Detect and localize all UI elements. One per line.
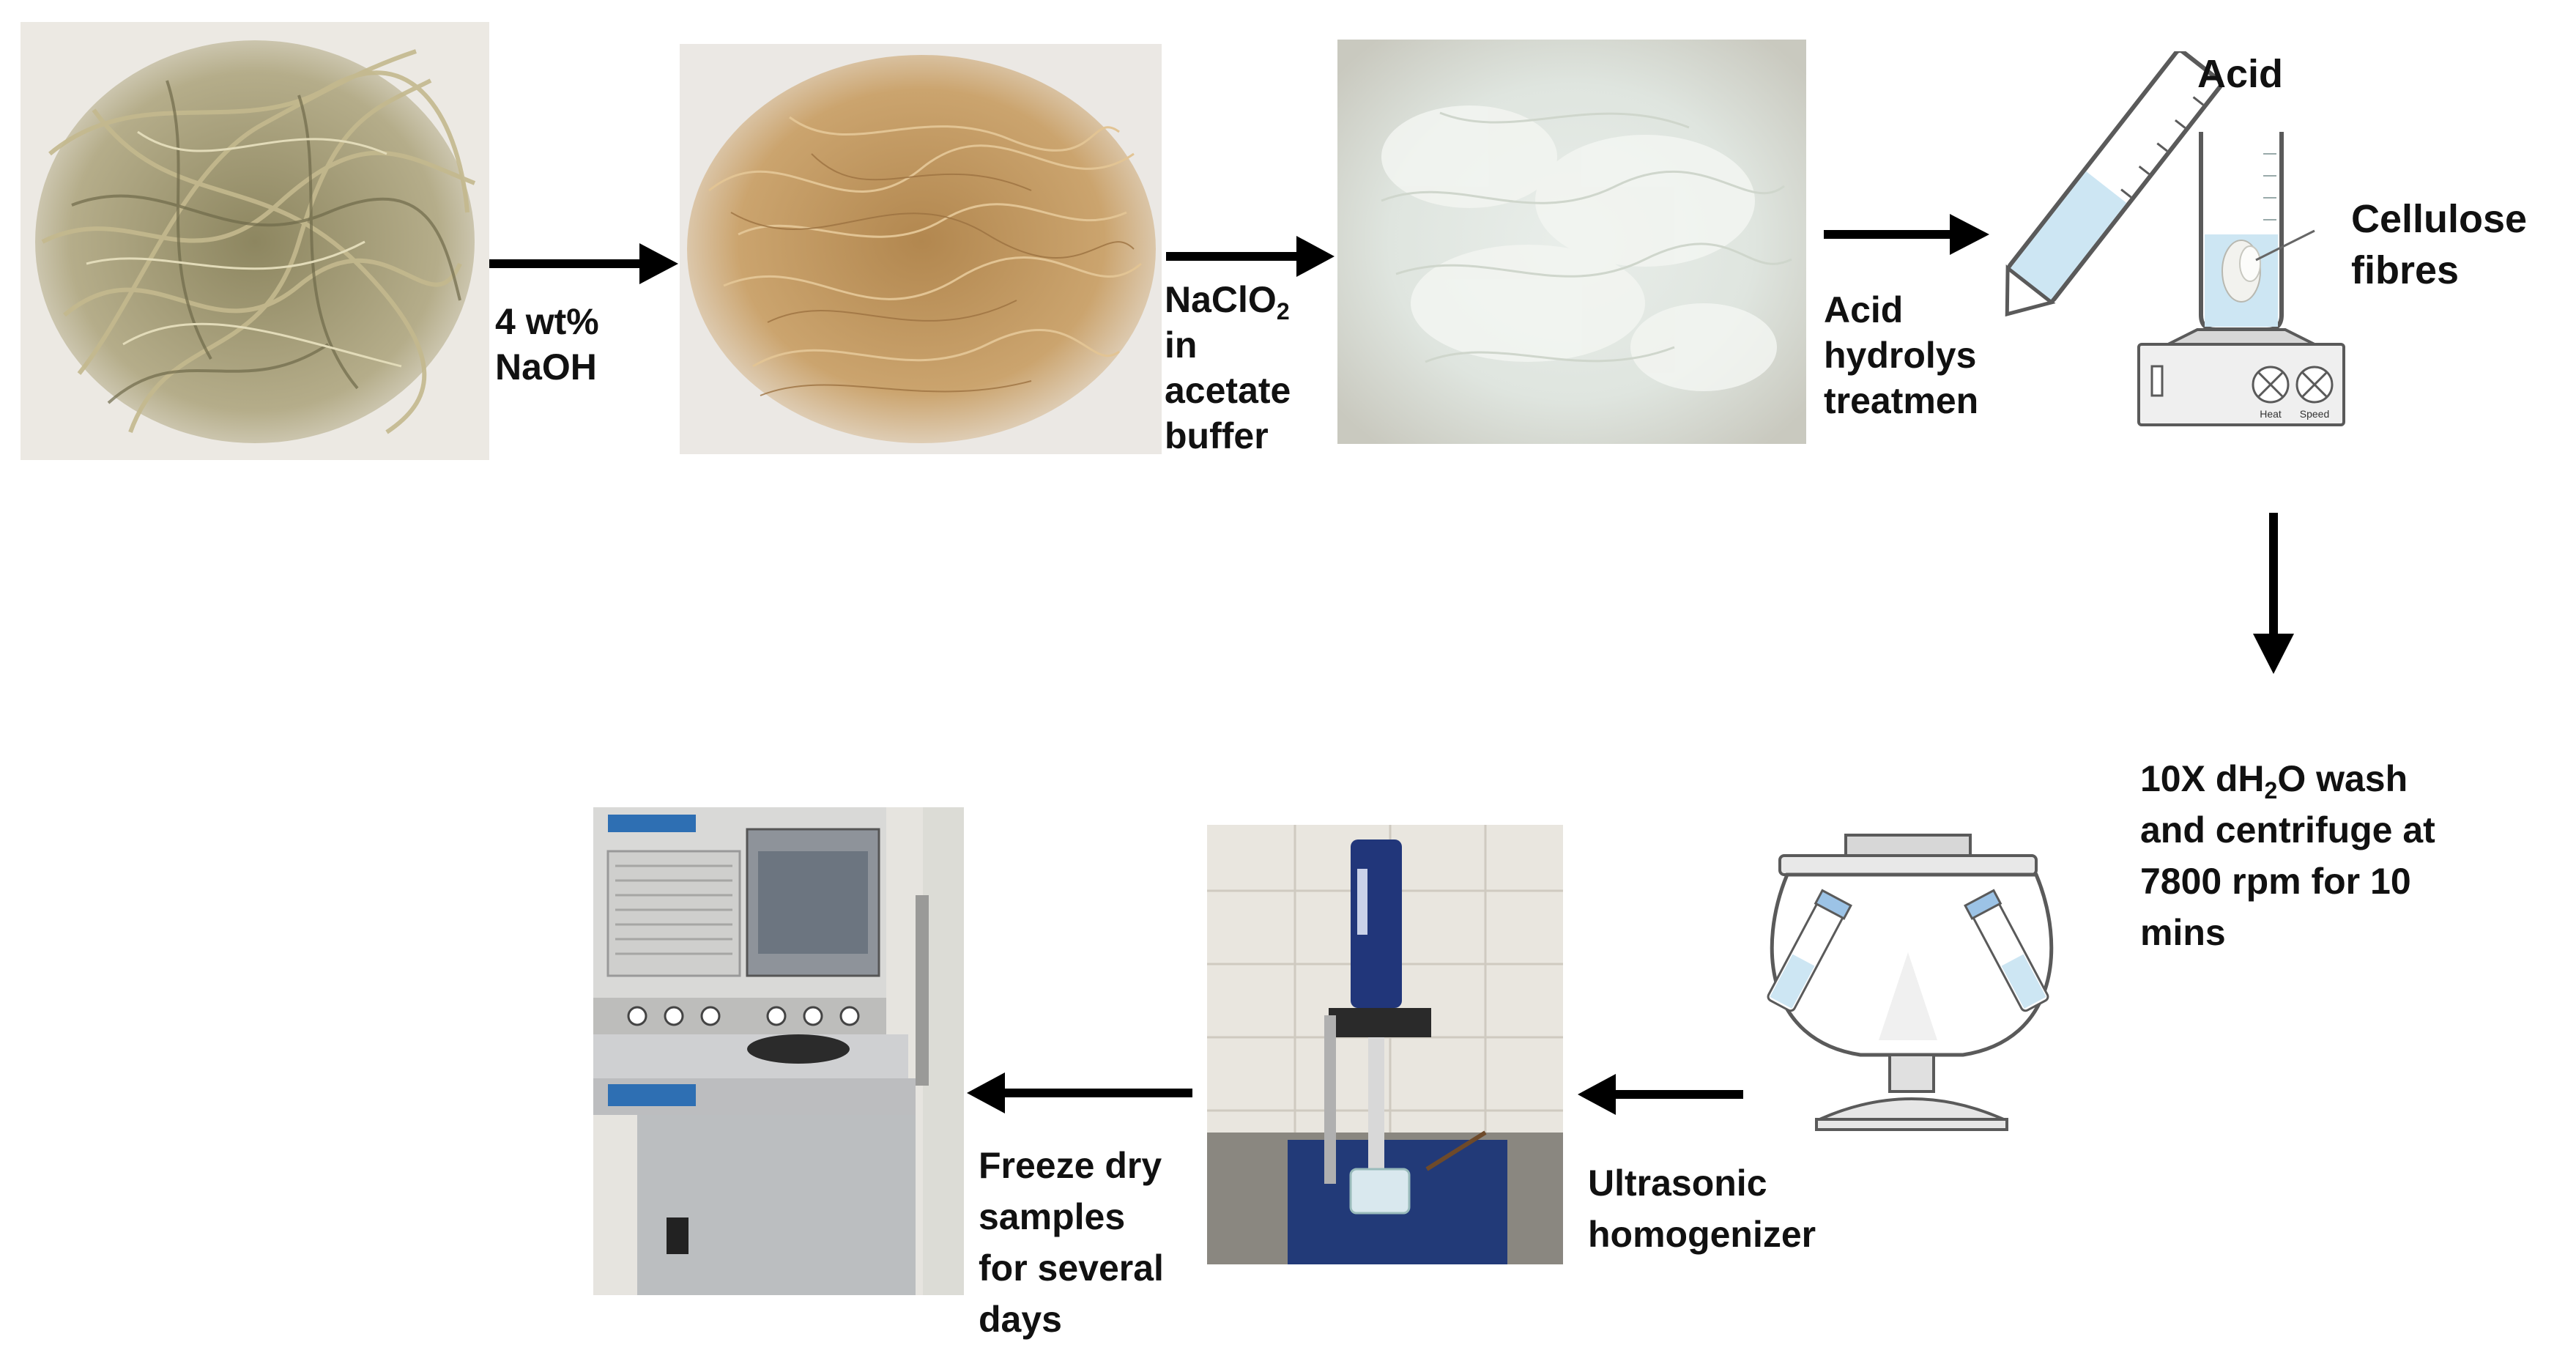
alkali-treated-fibres-photo xyxy=(680,44,1162,454)
naoh-label: 4 wt% NaOH xyxy=(495,301,599,388)
acid-label: Acid xyxy=(2197,52,2284,96)
ultrasonic-homogenizer-photo xyxy=(1207,825,1563,1264)
svg-text:Heat: Heat xyxy=(2260,408,2282,420)
acid-hydrolysis-label: Acid hydrolys treatmen xyxy=(1824,289,1979,421)
raw-straw-photo xyxy=(21,22,489,460)
arrow-step-5-left xyxy=(1578,1074,1743,1115)
acid-hydrolysis-illustration: Heat Speed xyxy=(1992,51,2373,432)
arrow-step-3 xyxy=(1824,214,1989,255)
arrow-step-6-left xyxy=(967,1072,1192,1113)
arrow-step-2 xyxy=(1166,236,1335,277)
centrifuge-illustration xyxy=(1751,828,2073,1135)
bleached-cellulose-photo xyxy=(1337,40,1806,444)
freeze-dry-label: Freeze dry samples for several days xyxy=(979,1145,1164,1340)
measuring-cylinder-icon xyxy=(2005,51,2224,317)
hotplate-stirrer-icon: Heat Speed xyxy=(2137,328,2345,426)
ultrasonic-homogenizer-label: Ultrasonic homogenizer xyxy=(1588,1163,1816,1255)
beaker-icon xyxy=(2199,132,2315,332)
wash-centrifuge-label: 10X dH2O wash and centrifuge at 7800 rpm… xyxy=(2140,758,2435,953)
arrow-step-4-down xyxy=(2253,513,2294,674)
cellulose-fibres-label: Cellulose fibres xyxy=(2351,197,2528,292)
freeze-dryer-photo xyxy=(593,807,964,1295)
arrow-step-1 xyxy=(489,243,678,284)
bleaching-label: NaClO2 in acetate buffer xyxy=(1165,279,1291,456)
svg-text:Speed: Speed xyxy=(2300,408,2329,420)
